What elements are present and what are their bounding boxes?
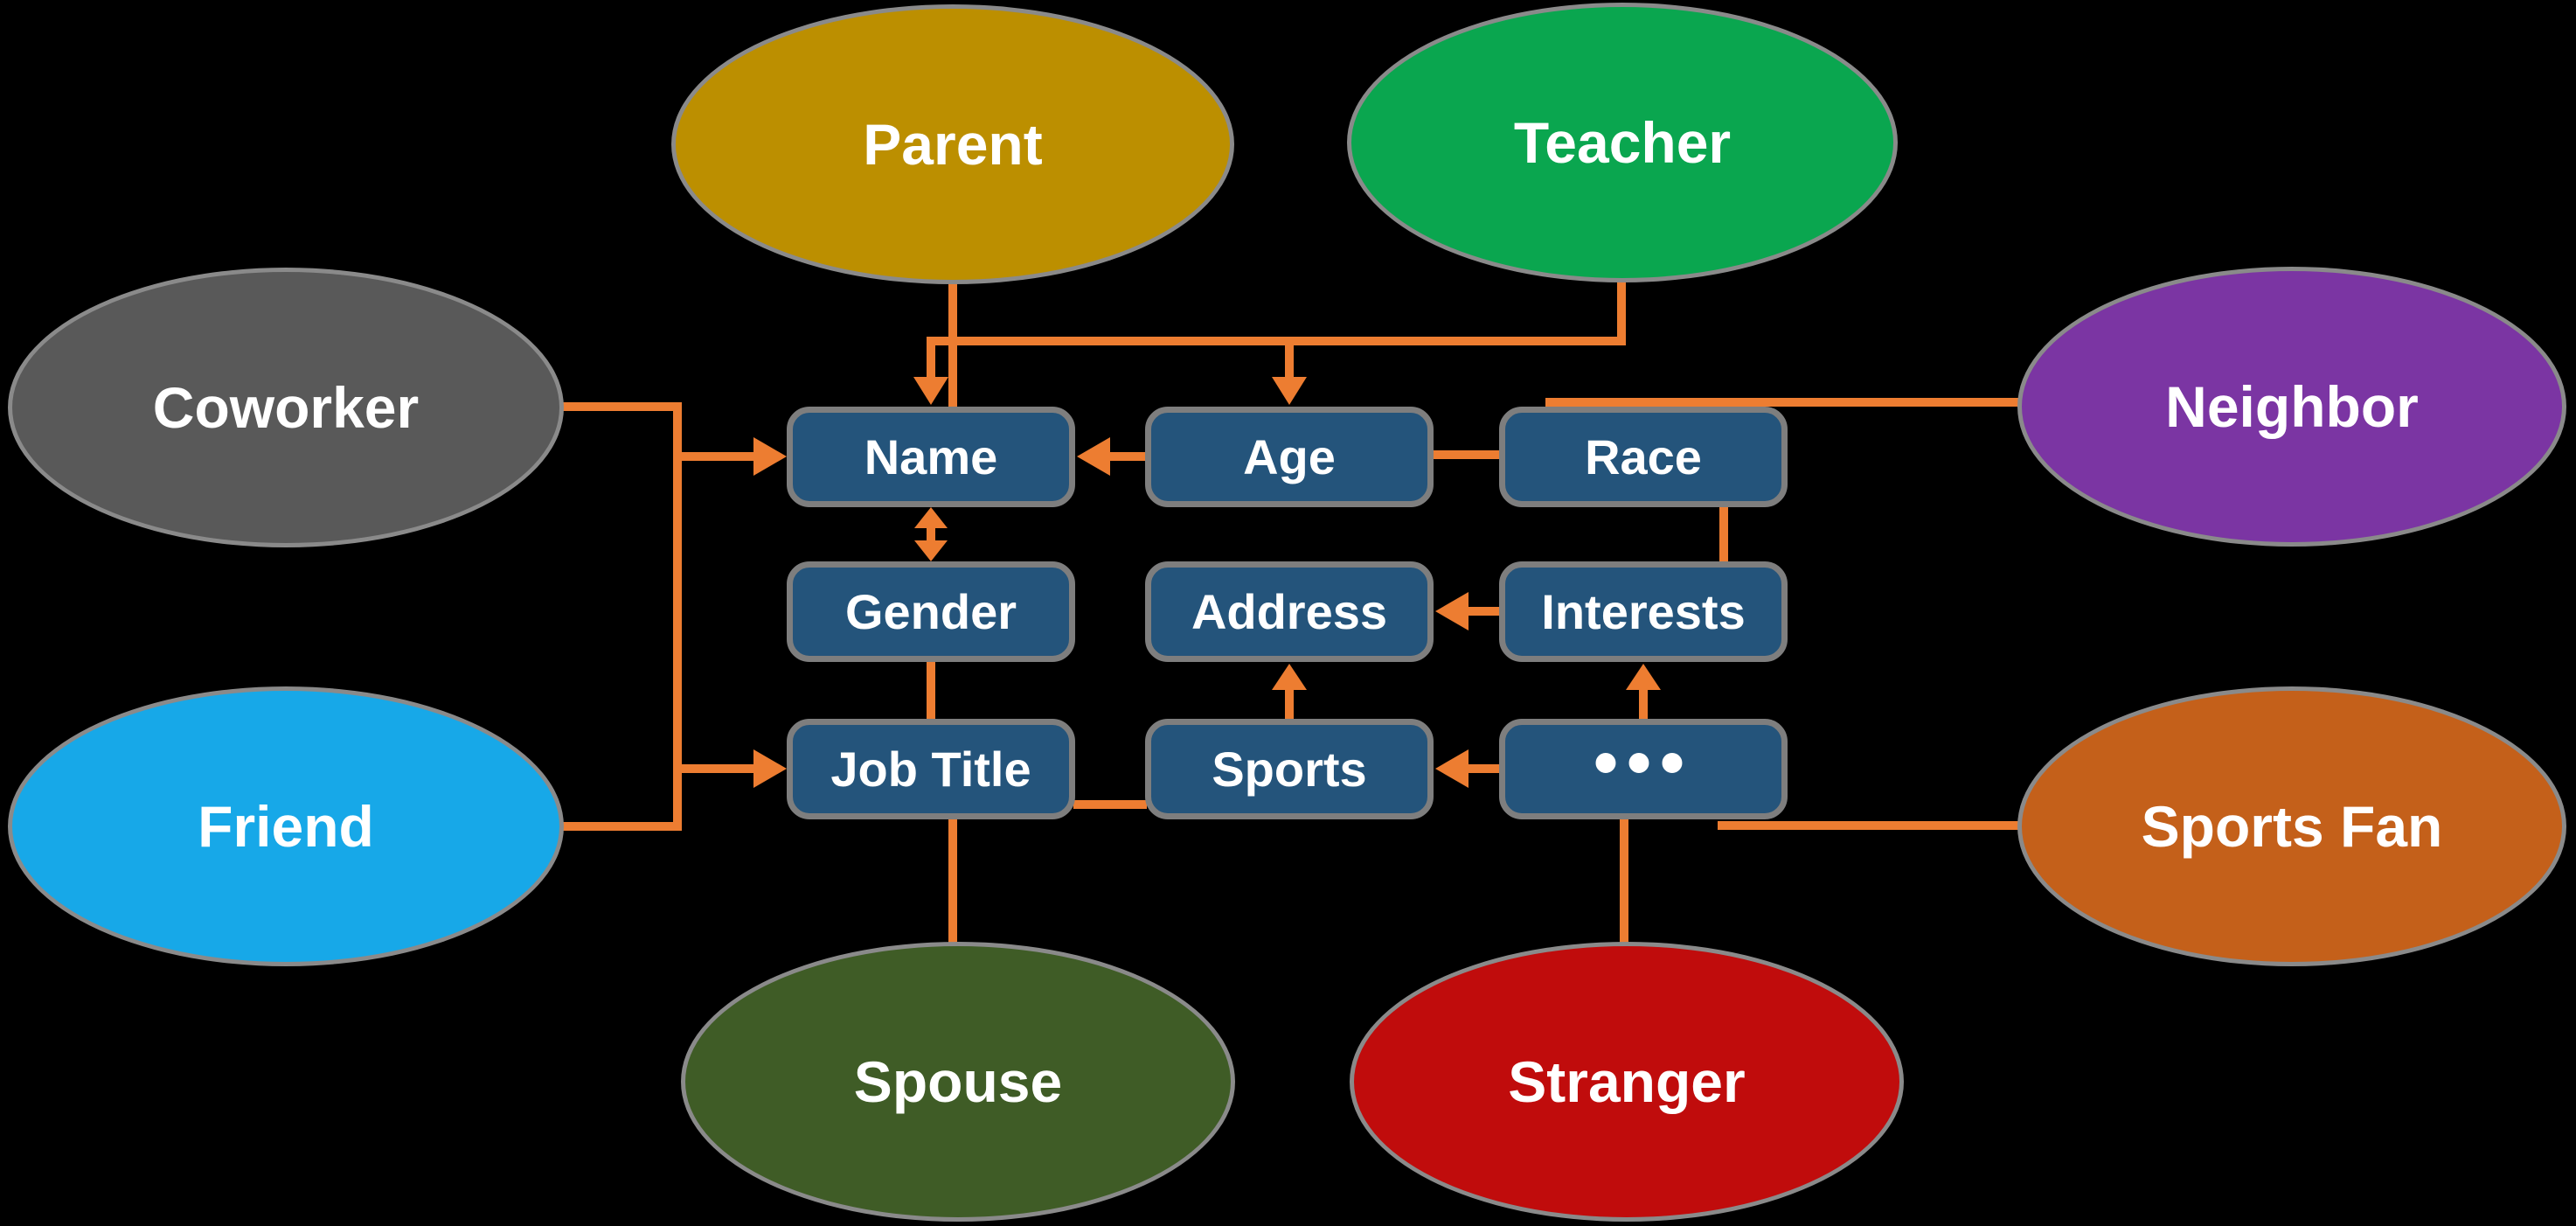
ellipse-teacher-label: Teacher [1513,110,1732,175]
connector-age-name [1108,452,1147,461]
box-interests-label: Interests [1541,584,1746,639]
arrowhead-into-age-top [1272,377,1307,405]
ellipse-sports-fan-label: Sports Fan [2141,794,2443,859]
connector-more-interests [1639,682,1648,721]
connector-more-sports [1469,764,1501,773]
connector-sports-address [1285,682,1294,721]
box-job-title-label: Job Title [830,742,1031,797]
box-gender: Gender [787,561,1075,662]
connector-neighbor-race [1545,398,2022,407]
box-race: Race [1499,407,1788,507]
ellipse-sports-fan: Sports Fan [2017,686,2566,966]
box-name-label: Name [864,429,998,484]
ellipse-parent-label: Parent [863,112,1043,177]
connector-branch-jobtitle-left [682,764,753,773]
ellipse-friend-label: Friend [198,794,374,859]
box-more: ••• [1499,719,1788,819]
connector-left-bus [673,402,682,831]
box-sports-label: Sports [1212,742,1367,797]
ellipse-stranger-label: Stranger [1508,1049,1746,1114]
box-address-label: Address [1191,584,1388,639]
connector-jobtitle-sports [1073,800,1147,809]
connector-race-age [1432,450,1501,459]
ellipse-spouse: Spouse [681,942,1235,1222]
arrowhead-into-interests-bottom [1626,664,1661,690]
arrowhead-into-address-right [1435,592,1469,630]
box-age-label: Age [1243,429,1336,484]
ellipse-coworker: Coworker [8,268,564,547]
box-interests: Interests [1499,561,1788,662]
arrowhead-into-name-right [1077,437,1110,476]
connector-more-stranger [1620,818,1628,944]
connector-top-bus [927,337,1626,345]
ellipse-neighbor-label: Neighbor [2165,374,2419,439]
connector-gender-jobtitle [927,662,935,719]
arrowhead-into-gender-top [914,540,948,561]
connector-drop-into-age [1285,345,1294,387]
connector-more-sportsfan [1718,821,2025,830]
arrowhead-into-address-bottom [1272,664,1307,690]
box-race-label: Race [1585,429,1702,484]
arrowhead-into-name-top [913,377,948,405]
connector-name-gender [927,523,935,547]
connector-interests-address [1469,607,1501,616]
arrowhead-into-name-bottom [914,507,948,528]
box-name: Name [787,407,1075,507]
connector-coworker-stub [555,402,677,411]
box-address: Address [1145,561,1434,662]
ellipse-coworker-label: Coworker [152,375,420,440]
connector-branch-name-left [682,452,753,461]
box-gender-label: Gender [844,584,1017,639]
ellipse-friend: Friend [8,686,564,966]
arrowhead-into-jobtitle-left [753,749,787,788]
ellipse-teacher: Teacher [1347,3,1898,282]
ellipse-stranger: Stranger [1350,942,1904,1222]
ellipse-neighbor: Neighbor [2017,267,2566,547]
ellipse-spouse-label: Spouse [853,1049,1063,1114]
arrowhead-into-name-left [753,437,787,476]
connector-drop-into-name [927,345,935,387]
connector-friend-stub [555,822,677,831]
connector-jobtitle-spouse [948,818,957,944]
ellipse-parent: Parent [671,4,1234,284]
connector-race-interests [1719,505,1728,563]
arrowhead-into-sports-right [1435,749,1469,788]
connector-teacher-drop [1617,269,1626,345]
box-job-title: Job Title [787,719,1075,819]
box-sports: Sports [1145,719,1434,819]
box-age: Age [1145,407,1434,507]
